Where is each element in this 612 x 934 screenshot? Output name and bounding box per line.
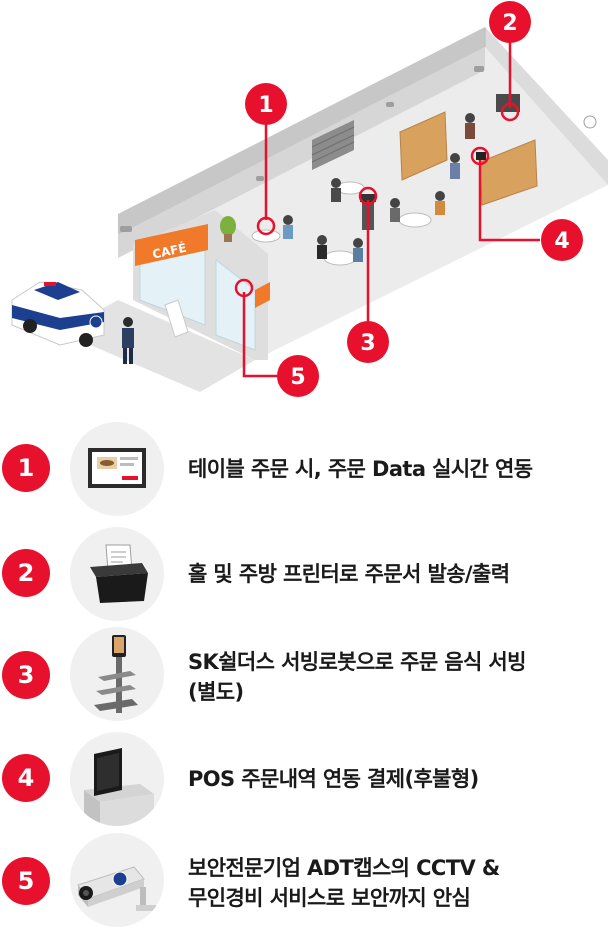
dessert-display-case-2 xyxy=(479,139,538,206)
scene-marker-5: 5 xyxy=(277,355,319,397)
security-patrol-car xyxy=(11,281,105,347)
svg-text:1: 1 xyxy=(258,93,273,118)
feature-legend: 1 테이블 주문 시, 주문 Data 실시간 연동 2 xyxy=(0,405,612,934)
legend-number-badge: 4 xyxy=(2,754,50,802)
legend-item-4: 4 POS 주문내역 연동 결제(후불형) xyxy=(0,730,612,830)
legend-item-3: 3 SK쉴더스 서빙로봇으로 주문 음식 서빙 (별도) xyxy=(0,627,612,727)
serving-robot-icon xyxy=(70,627,164,721)
marker-target-rings xyxy=(234,102,520,298)
back-wall-right xyxy=(485,27,608,185)
wall-clock-icon xyxy=(583,115,597,129)
svg-text:2: 2 xyxy=(502,11,517,36)
tablet-order-icon xyxy=(70,422,164,516)
scene-marker-1: 1 xyxy=(245,83,287,125)
potted-plant xyxy=(220,216,236,242)
legend-number-badge: 3 xyxy=(2,651,50,699)
receipt-printer-icon xyxy=(70,527,164,621)
cafe-sign-side xyxy=(255,282,270,308)
back-wall-left-face xyxy=(118,27,485,235)
back-wall-left xyxy=(118,47,485,258)
legend-number-badge: 2 xyxy=(2,549,50,597)
legend-description: SK쉴더스 서빙로봇으로 주문 음식 서빙 (별도) xyxy=(188,650,526,704)
cctv-camera-icon xyxy=(70,833,164,927)
scene-marker-4: 4 xyxy=(541,219,583,261)
security-guard xyxy=(122,317,134,364)
legend-item-1: 1 테이블 주문 시, 주문 Data 실시간 연동 xyxy=(0,422,612,522)
svg-text:4: 4 xyxy=(554,229,569,254)
pos-terminal xyxy=(476,152,486,160)
window-blinds xyxy=(311,120,355,170)
customers xyxy=(283,113,475,262)
pos-terminal-icon xyxy=(70,732,164,826)
sidewalk xyxy=(60,300,255,392)
legend-item-5: 5 보안전문기업 ADT캡스의 CCTV & 무인경비 서비스로 보안까지 안심 xyxy=(0,833,612,933)
legend-number-badge: 5 xyxy=(2,857,50,905)
cafe-sign-label: CAFÉ xyxy=(151,240,188,262)
marker-leader-lines xyxy=(242,38,540,378)
legend-description: 보안전문기업 ADT캡스의 CCTV & 무인경비 서비스로 보안까지 안심 xyxy=(188,856,500,910)
legend-description: POS 주문내역 연동 결제(후불형) xyxy=(188,767,479,791)
menu-board xyxy=(164,299,189,338)
dessert-display-case xyxy=(399,111,448,181)
legend-description: 홀 및 주방 프린터로 주문서 발송/출력 xyxy=(188,562,510,586)
svg-text:3: 3 xyxy=(360,331,375,356)
legend-item-2: 2 홀 및 주방 프린터로 주문서 발송/출력 xyxy=(0,525,612,625)
scene-marker-2: 2 xyxy=(489,1,531,43)
svg-text:5: 5 xyxy=(290,365,305,390)
legend-number-badge: 1 xyxy=(2,444,50,492)
legend-description: 테이블 주문 시, 주문 Data 실시간 연동 xyxy=(188,457,533,481)
cafe-sign xyxy=(135,224,208,266)
scene-marker-3: 3 xyxy=(347,321,389,363)
cafe-floor-illustration: CAFÉ xyxy=(11,1,608,397)
wall-cctv-cameras xyxy=(120,66,484,232)
